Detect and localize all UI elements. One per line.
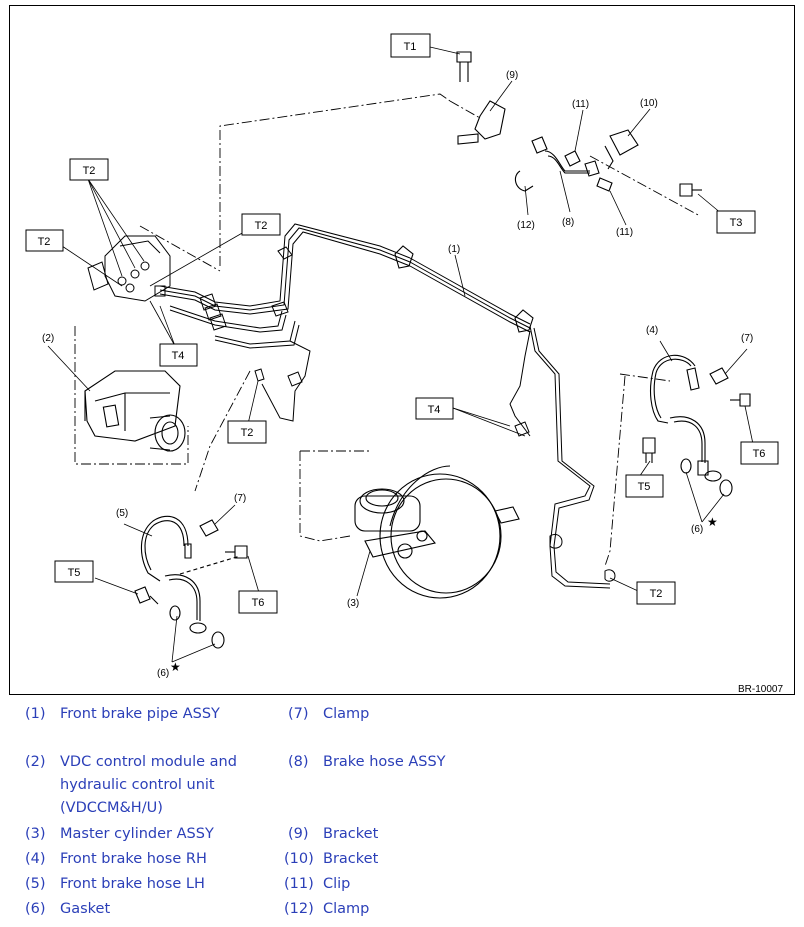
t6-text: T6 bbox=[753, 448, 766, 460]
callout-12: (12) bbox=[517, 220, 535, 231]
legend-text: Front brake hose RH bbox=[60, 851, 207, 867]
t1-text: T1 bbox=[404, 41, 417, 53]
legend-text: Bracket bbox=[323, 826, 379, 842]
t2-text: T2 bbox=[38, 236, 51, 248]
star-icon: ★ bbox=[707, 515, 718, 529]
t2-text: T2 bbox=[650, 588, 663, 600]
callout-5: (5) bbox=[116, 508, 128, 519]
legend-num: (7) bbox=[288, 706, 309, 722]
brake-line-diagram: T1 T3 T2 T2 T2 T4 T4 T2 T6 T5 T5 T6 T2 (… bbox=[9, 5, 795, 695]
torque-label-t5: T5 bbox=[54, 560, 94, 583]
torque-label-t2: T2 bbox=[69, 158, 109, 181]
legend-num: (5) bbox=[25, 876, 46, 892]
callout-7: (7) bbox=[741, 333, 753, 344]
torque-label-t4: T4 bbox=[159, 343, 198, 367]
callout-6: (6) bbox=[691, 524, 703, 535]
torque-label-t2: T2 bbox=[25, 229, 64, 252]
legend-num: (2) bbox=[25, 754, 46, 770]
torque-label-t3: T3 bbox=[716, 210, 756, 234]
callout-2: (2) bbox=[42, 333, 54, 344]
part-callouts: (9) (11) (10) (12) (8) (11) (1) (2) (4) … bbox=[42, 70, 783, 695]
t2-text: T2 bbox=[241, 427, 254, 439]
figure-id: BR-10007 bbox=[738, 684, 783, 695]
dash-dot-outlines bbox=[74, 93, 701, 567]
callout-10: (10) bbox=[640, 98, 658, 109]
legend-num: (3) bbox=[25, 826, 46, 842]
legend-text: Front brake hose LH bbox=[60, 876, 205, 892]
legend-text: Clamp bbox=[323, 706, 370, 722]
star-icon: ★ bbox=[170, 660, 181, 674]
brake-hose-assy-group bbox=[456, 51, 702, 197]
legend-text: VDC control module and hydraulic control… bbox=[60, 754, 237, 816]
legend-text: Clip bbox=[323, 876, 351, 892]
callout-8: (8) bbox=[562, 217, 574, 228]
torque-label-t4: T4 bbox=[415, 397, 454, 420]
callout-9: (9) bbox=[506, 70, 518, 81]
t5-text: T5 bbox=[68, 567, 81, 579]
callout-1: (1) bbox=[448, 244, 460, 255]
callout-11: (11) bbox=[616, 227, 633, 238]
master-cylinder-assy bbox=[354, 465, 520, 599]
t6-text: T6 bbox=[252, 597, 265, 609]
legend-num: (11) bbox=[284, 876, 314, 892]
t4-text: T4 bbox=[428, 404, 441, 416]
legend-num: (12) bbox=[284, 901, 314, 917]
vdc-hydraulic-unit-upper bbox=[87, 235, 227, 331]
torque-label-t5: T5 bbox=[625, 474, 664, 498]
front-brake-hose-rh bbox=[642, 354, 751, 497]
brake-pipes bbox=[159, 223, 616, 589]
torque-label-t2: T2 bbox=[227, 420, 267, 444]
legend-num: (10) bbox=[284, 851, 314, 867]
callout-4: (4) bbox=[646, 325, 658, 336]
t5-text: T5 bbox=[638, 481, 651, 493]
parts-legend: (1) Front brake pipe ASSY (2) VDC contro… bbox=[0, 700, 804, 927]
front-brake-hose-lh bbox=[134, 515, 248, 649]
torque-labels: T1 T3 T2 T2 T2 T4 T4 T2 T6 T5 T5 T6 T2 bbox=[25, 33, 779, 614]
legend-num: (8) bbox=[288, 754, 309, 770]
legend-num: (4) bbox=[25, 851, 46, 867]
legend-num: (1) bbox=[25, 706, 46, 722]
callout-3: (3) bbox=[347, 598, 359, 609]
diagram-drawing: T1 T3 T2 T2 T2 T4 T4 T2 T6 T5 T5 T6 T2 (… bbox=[25, 33, 783, 695]
legend-text: Master cylinder ASSY bbox=[60, 826, 214, 842]
t2-text: T2 bbox=[83, 165, 96, 177]
t3-text: T3 bbox=[730, 217, 743, 229]
callout-11: (11) bbox=[572, 99, 589, 110]
leader-lines bbox=[47, 46, 754, 663]
torque-label-t2: T2 bbox=[636, 581, 676, 605]
t4-text: T4 bbox=[172, 350, 185, 362]
legend-text: Gasket bbox=[60, 901, 111, 917]
torque-label-t2: T2 bbox=[241, 213, 281, 236]
legend-num: (6) bbox=[25, 901, 46, 917]
torque-label-t6: T6 bbox=[740, 441, 779, 465]
callout-6: (6) bbox=[157, 668, 169, 679]
legend-text: Brake hose ASSY bbox=[323, 754, 446, 770]
torque-label-t1: T1 bbox=[390, 33, 431, 58]
legend-text: Front brake pipe ASSY bbox=[60, 706, 220, 722]
legend-text: Clamp bbox=[323, 901, 370, 917]
callout-7: (7) bbox=[234, 493, 246, 504]
t2-text: T2 bbox=[255, 220, 268, 232]
legend-num: (9) bbox=[288, 826, 309, 842]
legend-text: Bracket bbox=[323, 851, 379, 867]
torque-label-t6: T6 bbox=[238, 590, 278, 614]
vdc-hydraulic-unit-lower bbox=[84, 370, 186, 452]
